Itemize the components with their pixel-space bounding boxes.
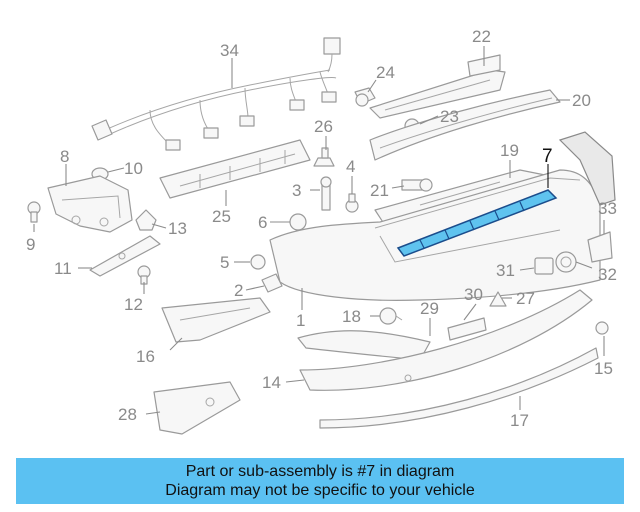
part-8-bracket xyxy=(47,175,133,233)
callout-14: 14 xyxy=(262,373,281,392)
callout-6: 6 xyxy=(258,213,267,232)
part-9-screw xyxy=(27,201,41,223)
callout-16: 16 xyxy=(136,347,155,366)
part-14-valance xyxy=(299,289,593,391)
part-5-screw xyxy=(250,254,266,270)
part-17-trim-strip xyxy=(319,347,599,429)
callout-8: 8 xyxy=(60,147,69,166)
callout-1: 1 xyxy=(296,311,305,330)
callout-17: 17 xyxy=(510,411,529,430)
banner-line-2: Diagram may not be specific to your vehi… xyxy=(165,482,475,499)
part-21-bolt xyxy=(401,178,433,192)
callout-2: 2 xyxy=(234,281,243,300)
callout-23: 23 xyxy=(440,107,459,126)
callout-19: 19 xyxy=(500,141,519,160)
part-26-fastener xyxy=(313,147,335,167)
part-34-wiring-harness xyxy=(91,37,341,151)
part-28-bracket xyxy=(153,381,241,435)
callout-30: 30 xyxy=(464,285,483,304)
callout-25: 25 xyxy=(212,207,231,226)
callout-18: 18 xyxy=(342,307,361,326)
callout-10: 10 xyxy=(124,159,143,178)
part-2-bracket xyxy=(261,273,283,293)
callout-26: 26 xyxy=(314,117,333,136)
callout-9: 9 xyxy=(26,235,35,254)
callout-5: 5 xyxy=(220,253,229,272)
callout-7-highlighted: 7 xyxy=(542,146,553,167)
part-31-sensor xyxy=(534,257,554,275)
part-24-clip xyxy=(354,87,376,107)
part-16-bracket xyxy=(161,297,271,343)
part-29-trim xyxy=(297,330,431,361)
callout-27: 27 xyxy=(516,289,535,308)
part-33-bracket xyxy=(587,231,613,263)
part-25-energy-absorber xyxy=(159,139,311,199)
part-7-molding-strip-highlighted xyxy=(396,189,558,257)
callout-4: 4 xyxy=(346,157,355,176)
part-11-bracket xyxy=(89,235,161,277)
parts-diagram: 1 2 3 4 5 6 7 8 9 10 11 12 13 14 15 16 1… xyxy=(26,27,617,435)
part-4-fastener xyxy=(345,193,359,213)
callout-labels: 1 2 3 4 5 6 7 8 9 10 11 12 13 14 15 16 1… xyxy=(26,27,617,430)
callout-24: 24 xyxy=(376,63,395,82)
part-6-plug xyxy=(289,213,307,231)
callout-11: 11 xyxy=(54,259,72,278)
callout-20: 20 xyxy=(572,91,591,110)
callout-12: 12 xyxy=(124,295,143,314)
part-13-clip xyxy=(135,209,157,231)
part-30-reflector xyxy=(447,317,487,341)
part-15-clip xyxy=(595,321,609,335)
part-32-ring xyxy=(555,251,577,273)
part-27-clip xyxy=(489,291,507,307)
info-banner: Part or sub-assembly is #7 in diagram Di… xyxy=(16,458,624,504)
callout-29: 29 xyxy=(420,299,439,318)
callout-15: 15 xyxy=(594,359,613,378)
callout-28: 28 xyxy=(118,405,137,424)
part-12-screw xyxy=(137,265,151,285)
callout-22: 22 xyxy=(472,27,491,46)
leader-lines xyxy=(33,46,605,415)
callout-33: 33 xyxy=(598,199,617,218)
callout-32: 32 xyxy=(598,265,617,284)
callout-31: 31 xyxy=(496,261,515,280)
callout-21: 21 xyxy=(370,181,389,200)
part-3-bolt xyxy=(320,176,332,211)
callout-13: 13 xyxy=(168,219,187,238)
banner-line-1: Part or sub-assembly is #7 in diagram xyxy=(185,463,455,480)
callout-3: 3 xyxy=(292,181,301,200)
callout-34: 34 xyxy=(220,41,239,60)
